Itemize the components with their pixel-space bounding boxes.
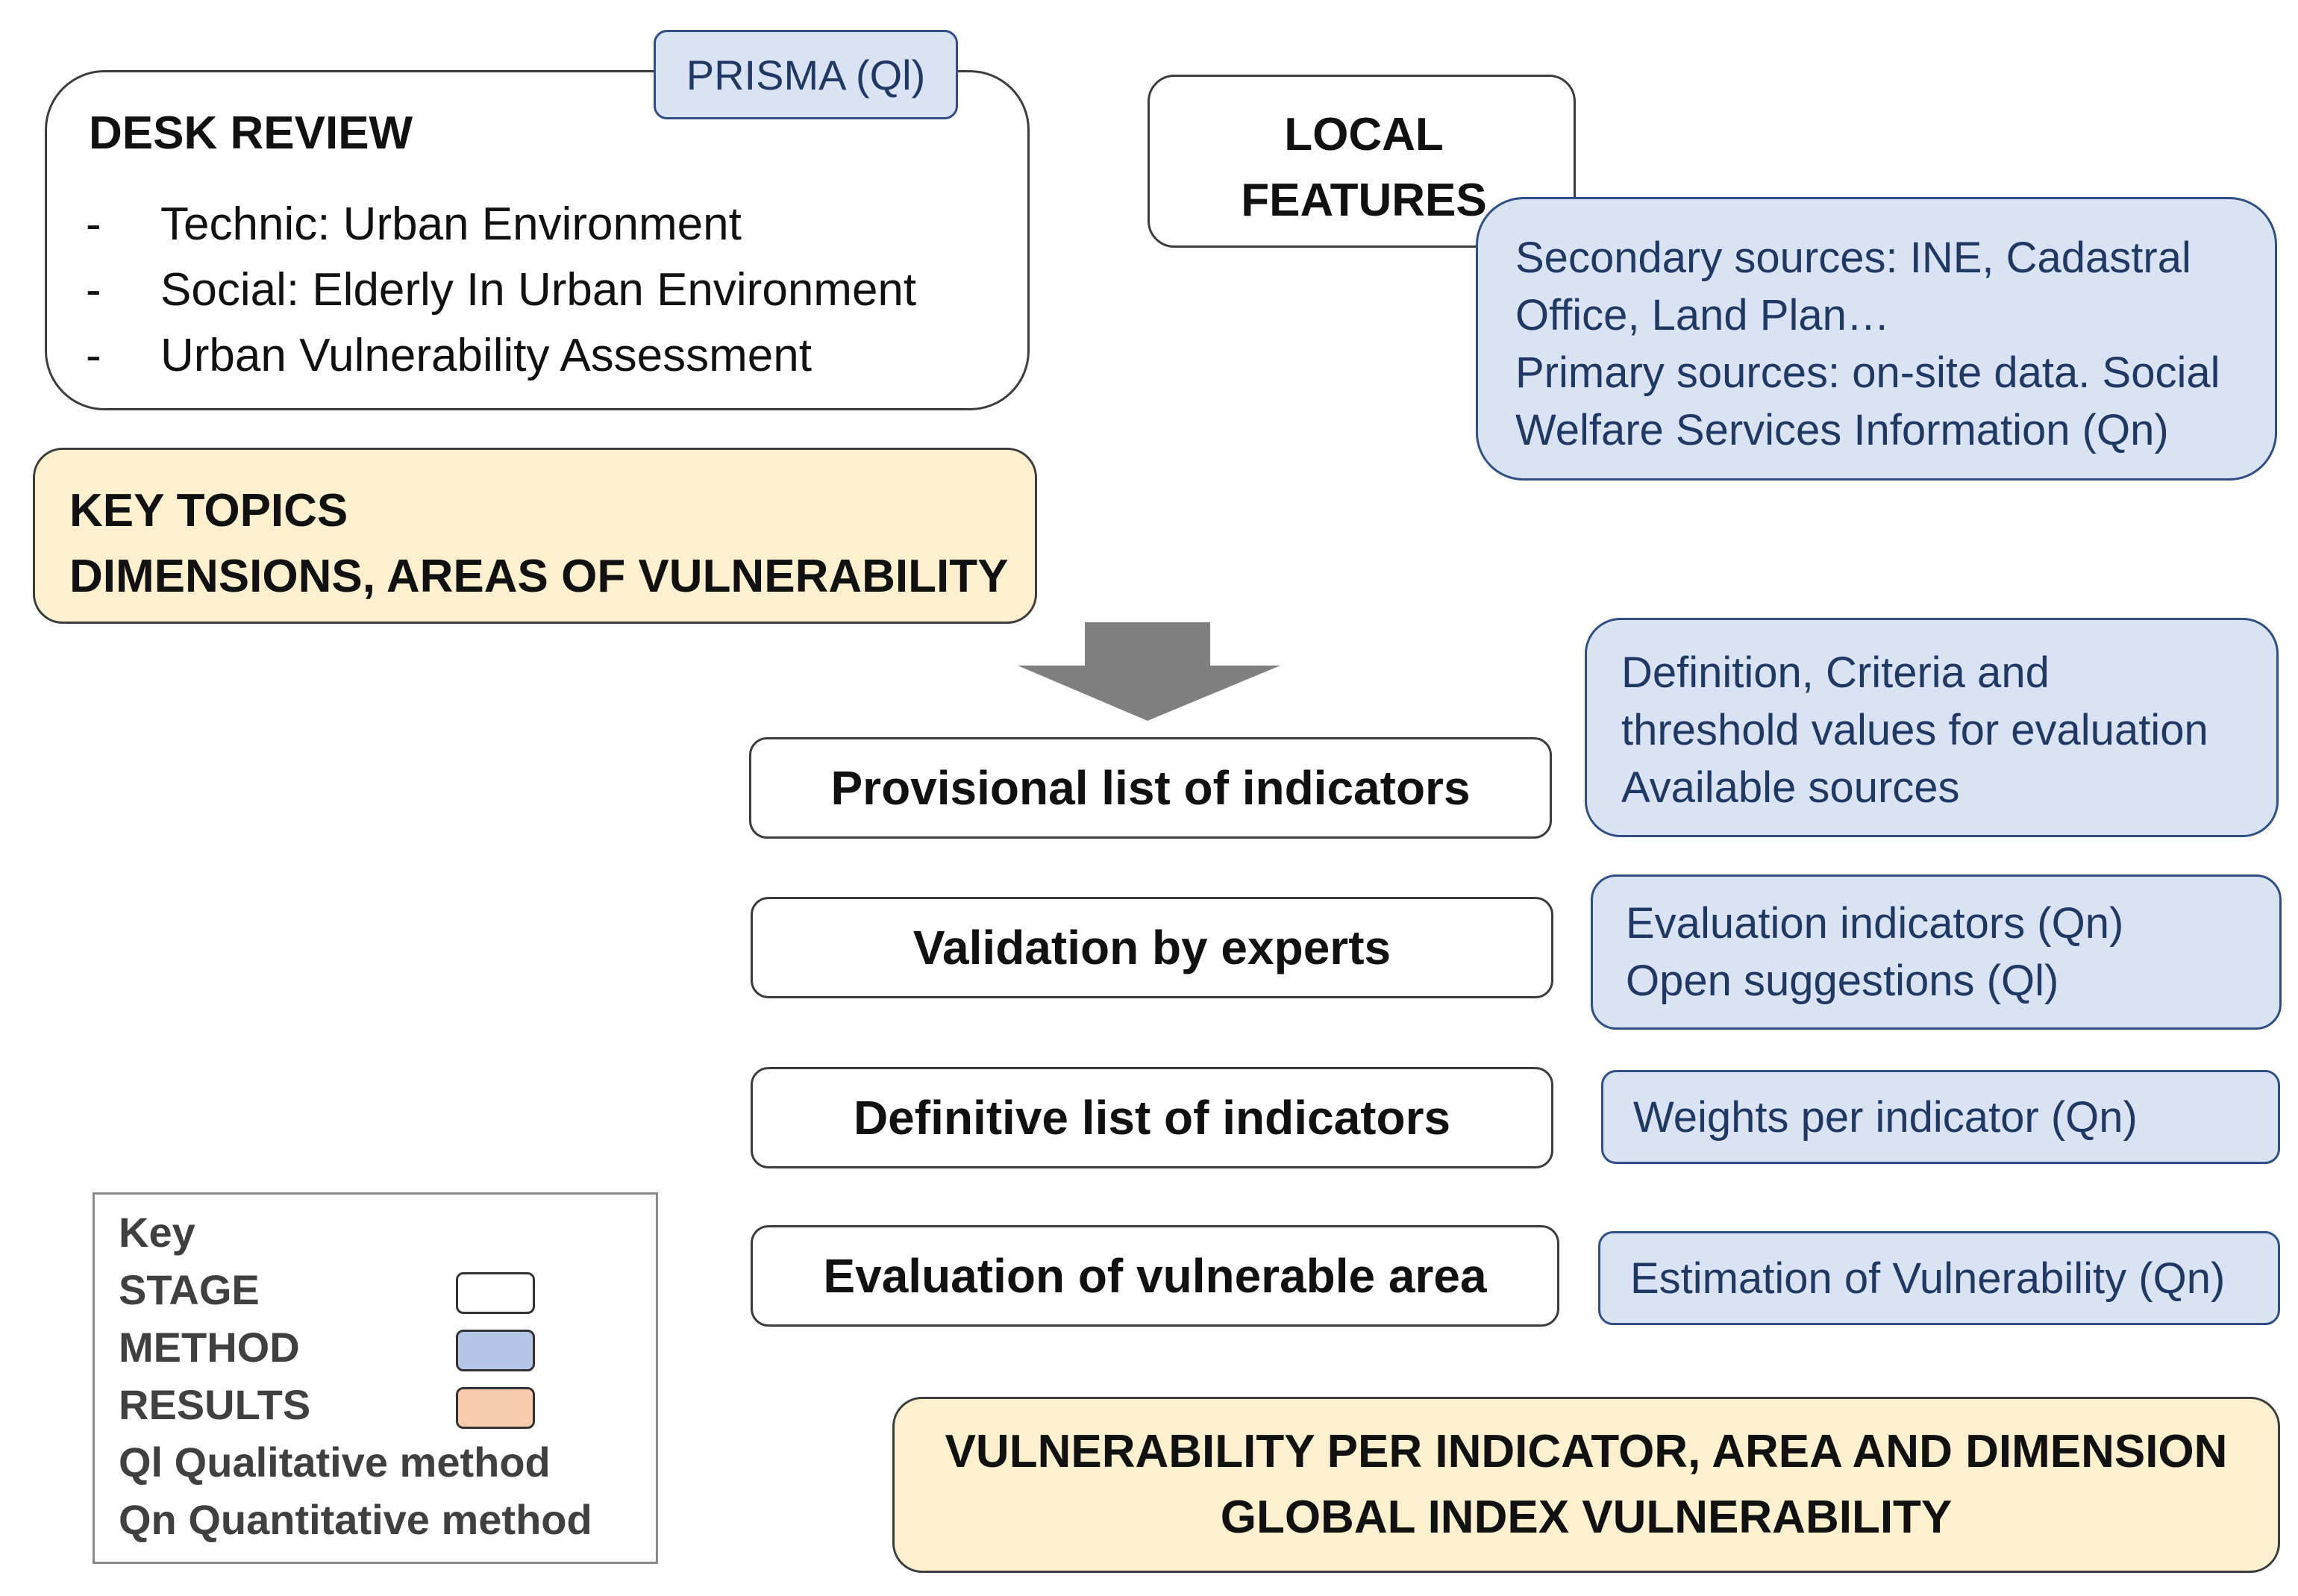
legend-title: Key (119, 1209, 195, 1256)
legend-ql-note: Ql Qualitative method (119, 1439, 551, 1486)
desk-item-assessment: Urban Vulnerability Assessment (160, 330, 812, 381)
method-line: threshold values for evaluation (1621, 706, 2208, 754)
down-arrow-shape (1018, 622, 1280, 721)
method-line: Evaluation indicators (Qn) (1626, 899, 2124, 948)
key-topics-line: KEY TOPICS (69, 485, 348, 536)
final-result-box: VULNERABILITY PER INDICATOR, AREA AND DI… (892, 1397, 2280, 1573)
local-features-title-line: LOCAL (1284, 109, 1444, 160)
local-features-title: LOCAL FEATURES (1150, 102, 1578, 234)
stage-provisional-list: Provisional list of indicators (749, 737, 1552, 839)
bullet-dash: - (86, 330, 101, 381)
legend-qn-note: Qn Quantitative method (119, 1496, 592, 1543)
method-evaluation-box: Evaluation indicators (Qn) Open suggesti… (1591, 874, 2282, 1030)
legend-stage-swatch (456, 1272, 535, 1314)
sources-line: Office, Land Plan… (1515, 291, 1890, 339)
bullet-dash: - (86, 198, 101, 250)
method-line: Available sources (1621, 763, 1960, 812)
bullet-dash: - (86, 264, 101, 316)
legend-method-label: METHOD (119, 1324, 300, 1371)
prisma-method-tag: PRISMA (Ql) (654, 30, 958, 119)
sources-line: Primary sources: on-site data. Social (1515, 348, 2220, 397)
stage-definitive-list: Definitive list of indicators (751, 1067, 1553, 1168)
method-definition-box: Definition, Criteria and threshold value… (1585, 618, 2279, 837)
final-result-line: VULNERABILITY PER INDICATOR, AREA AND DI… (945, 1426, 2228, 1477)
local-features-box: LOCAL FEATURES (1148, 75, 1576, 248)
final-result-line: GLOBAL INDEX VULNERABILITY (1220, 1492, 1953, 1543)
local-features-title-line: FEATURES (1241, 175, 1487, 226)
legend-results-label: RESULTS (119, 1381, 311, 1428)
sources-line: Welfare Services Information (Qn) (1515, 406, 2169, 454)
method-line: Definition, Criteria and (1621, 648, 2050, 697)
list-item: - Social: Elderly In Urban Environment (86, 257, 916, 323)
key-topics-line: DIMENSIONS, AREAS OF VULNERABILITY (69, 551, 1009, 602)
sources-line: Secondary sources: INE, Cadastral (1515, 234, 2191, 282)
method-estimation-box: Estimation of Vulnerability (Qn) (1598, 1231, 2280, 1325)
desk-review-box: DESK REVIEW - Technic: Urban Environment … (45, 70, 1030, 410)
legend-stage-label: STAGE (119, 1266, 260, 1313)
method-line: Open suggestions (Ql) (1626, 957, 2059, 1005)
list-item: - Urban Vulnerability Assessment (86, 323, 916, 389)
legend-key-box: Key STAGE METHOD RESULTS Ql Qualitative … (93, 1192, 658, 1564)
desk-review-list: - Technic: Urban Environment - Social: Eld… (86, 192, 916, 389)
sources-method-box: Secondary sources: INE, Cadastral Office… (1476, 197, 2277, 481)
desk-item-technic: Technic: Urban Environment (160, 198, 742, 250)
legend-results-swatch (456, 1387, 535, 1429)
method-line: Estimation of Vulnerability (Qn) (1630, 1254, 2226, 1303)
method-line: Weights per indicator (Qn) (1633, 1092, 2138, 1142)
desk-item-social: Social: Elderly In Urban Environment (160, 264, 917, 316)
stage-evaluation-area: Evaluation of vulnerable area (751, 1225, 1559, 1327)
desk-review-title: DESK REVIEW (89, 107, 413, 159)
stage-validation-experts: Validation by experts (751, 897, 1553, 998)
legend-method-swatch (456, 1330, 535, 1371)
method-weights-box: Weights per indicator (Qn) (1601, 1070, 2280, 1164)
list-item: - Technic: Urban Environment (86, 192, 916, 257)
down-arrow-icon (1018, 622, 1280, 721)
key-topics-box: KEY TOPICS DIMENSIONS, AREAS OF VULNERAB… (33, 448, 1037, 624)
